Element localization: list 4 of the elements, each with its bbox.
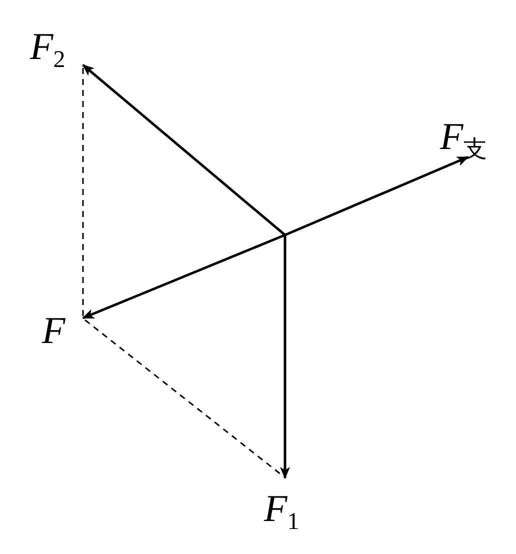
force-label: F$_{支}$ bbox=[440, 118, 488, 162]
force-label: F$_{1}$ bbox=[264, 490, 300, 534]
force-label: F$_{2}$ bbox=[30, 28, 66, 72]
force-label: F bbox=[42, 312, 66, 350]
